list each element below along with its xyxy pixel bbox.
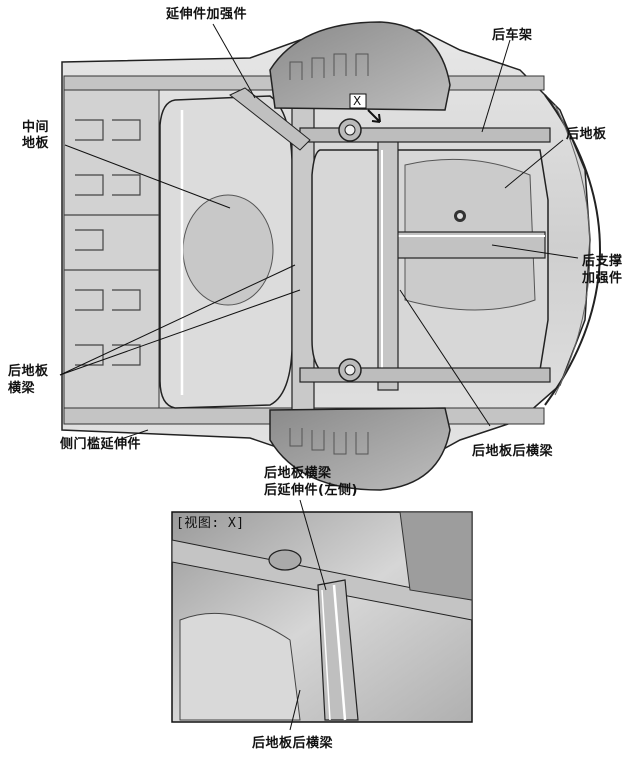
view-x-arrow bbox=[367, 109, 381, 123]
label-rear-frame: 后车架 bbox=[492, 28, 533, 43]
label-detail-crossmember-line1: 后地板横梁 bbox=[264, 466, 332, 481]
extension-reinforcement bbox=[229, 87, 311, 151]
detail-frame-rail bbox=[171, 539, 473, 621]
detail-right-structure bbox=[399, 511, 473, 601]
detail-shock-mount bbox=[268, 549, 302, 571]
rear-bumper-outline bbox=[544, 94, 602, 406]
label-extension-reinforcement: 延伸件加强件 bbox=[166, 7, 248, 22]
label-rear-floor-crossmember-line1: 后地板 bbox=[8, 364, 49, 379]
label-x-marker: X bbox=[353, 94, 362, 108]
label-detail-rear-crossmember: 后地板后横梁 bbox=[252, 736, 334, 751]
label-rear-floor-crossmember-line2: 横梁 bbox=[8, 381, 36, 396]
middle-floor-pan bbox=[182, 194, 274, 306]
detail-floor-pan bbox=[179, 612, 301, 721]
label-rear-support-reinf-line1: 后支撑 bbox=[582, 254, 623, 269]
label-rear-floor: 后地板 bbox=[566, 127, 607, 142]
leader-lines-main bbox=[59, 23, 579, 441]
underbody-main-view bbox=[61, 21, 602, 491]
view-x-marker-box bbox=[349, 93, 367, 109]
label-middle-floor-line1: 中间 bbox=[22, 120, 50, 135]
label-rear-support-reinf-line2: 加强件 bbox=[582, 271, 623, 286]
wheel-well-bottom bbox=[269, 407, 451, 491]
label-detail-crossmember-line2: 后延伸件(左侧) bbox=[264, 483, 358, 498]
label-side-sill-extension: 侧门槛延伸件 bbox=[60, 437, 142, 452]
label-middle-floor-line2: 地板 bbox=[22, 136, 50, 151]
label-view-x: [视图: X] bbox=[176, 516, 245, 531]
wheel-well-top bbox=[269, 21, 451, 111]
rear-frame-rail-bottom bbox=[299, 367, 551, 383]
detail-view-x bbox=[171, 499, 473, 731]
front-floor-ribs bbox=[64, 119, 159, 366]
rear-frame-rail-top bbox=[299, 127, 551, 143]
label-rear-floor-rear-crossmember: 后地板后横梁 bbox=[472, 444, 554, 459]
